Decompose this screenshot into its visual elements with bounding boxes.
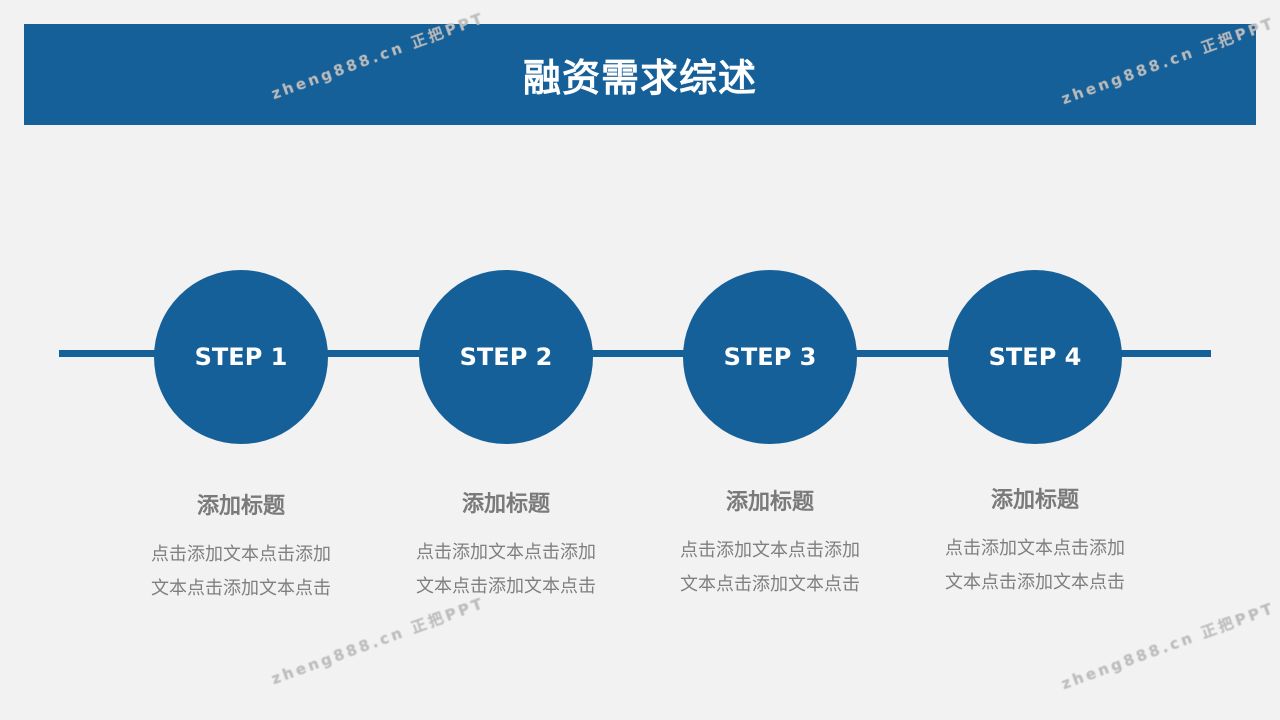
step-title: 添加标题 <box>196 494 285 519</box>
step-desc-line: 点击添加文本点击添加 <box>945 538 1125 559</box>
step-4-text: 添加标题 点击添加文本点击添加 文本点击添加文本点击 <box>915 482 1155 600</box>
step-desc-line: 点击添加文本点击添加 <box>416 542 596 563</box>
step-desc-line: 点击添加文本点击添加 <box>680 540 860 561</box>
step-1-circle: STEP 1 <box>154 270 328 444</box>
page-title: 融资需求综述 <box>522 56 757 100</box>
watermark: zheng888.cn 正把PPT <box>268 593 488 689</box>
step-desc-line: 点击添加文本点击添加 <box>151 544 331 565</box>
step-title: 添加标题 <box>990 488 1079 513</box>
timeline-line <box>59 350 1211 357</box>
step-desc-line: 文本点击添加文本点击 <box>680 574 860 595</box>
step-3-text: 添加标题 点击添加文本点击添加 文本点击添加文本点击 <box>650 484 890 602</box>
step-title: 添加标题 <box>461 492 550 517</box>
watermark: zheng888.cn 正把PPT <box>1058 598 1278 694</box>
step-desc-line: 文本点击添加文本点击 <box>945 572 1125 593</box>
step-desc-line: 文本点击添加文本点击 <box>416 576 596 597</box>
step-3-circle: STEP 3 <box>683 270 857 444</box>
step-2-text: 添加标题 点击添加文本点击添加 文本点击添加文本点击 <box>386 486 626 604</box>
step-desc-line: 文本点击添加文本点击 <box>151 578 331 599</box>
step-4-circle: STEP 4 <box>948 270 1122 444</box>
step-2-circle: STEP 2 <box>419 270 593 444</box>
step-title: 添加标题 <box>725 490 814 515</box>
title-banner: 融资需求综述 <box>24 24 1256 125</box>
step-1-text: 添加标题 点击添加文本点击添加 文本点击添加文本点击 <box>121 488 361 606</box>
